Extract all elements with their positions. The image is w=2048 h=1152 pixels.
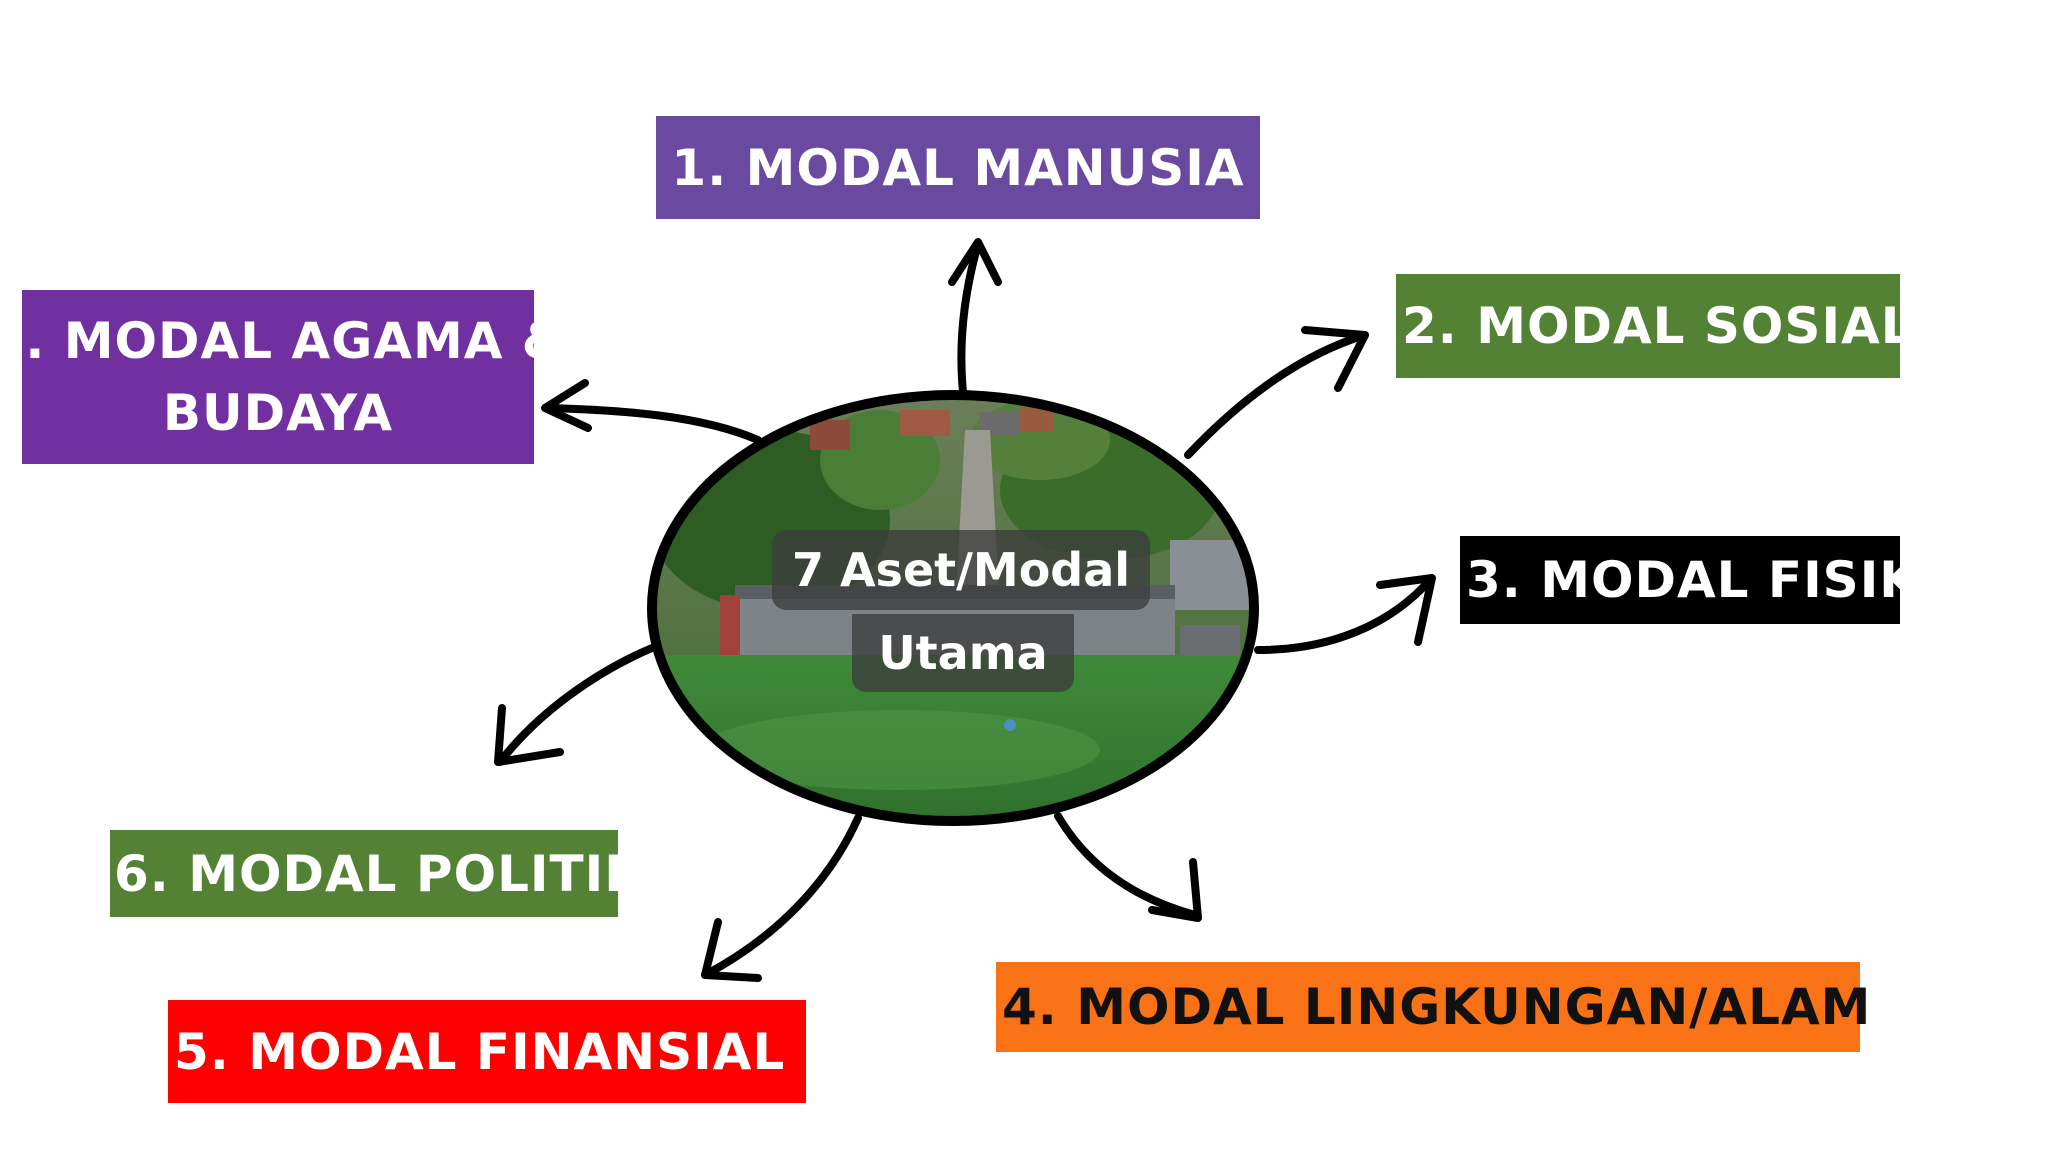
- arrow-head-agama: [541, 379, 592, 432]
- node-modal-sosial: 2. MODAL SOSIAL: [1396, 274, 1913, 378]
- center-hub-title-line2: Utama: [852, 614, 1074, 692]
- node-modal-manusia: 1. MODAL MANUSIA: [656, 116, 1260, 219]
- node-modal-politik-label: 6. MODAL POLITIK: [114, 844, 644, 903]
- arrow-head-sosial: [1301, 326, 1369, 392]
- node-modal-politik: 6. MODAL POLITIK: [110, 830, 643, 917]
- node-modal-manusia-label: 1. MODAL MANUSIA: [671, 138, 1245, 197]
- arrow-to-modal-lingkungan: [1054, 812, 1199, 919]
- node-modal-finansial: 5. MODAL FINANSIAL: [168, 1000, 806, 1103]
- center-hub-title-line1: 7 Aset/Modal: [772, 530, 1150, 610]
- arrow-to-modal-sosial: [1184, 331, 1369, 459]
- arrow-head-finansial: [701, 918, 762, 982]
- arrow-to-modal-fisik: [1254, 576, 1434, 654]
- node-modal-agama-label-line2: BUDAYA: [162, 384, 394, 442]
- arrow-head-manusia: [948, 238, 1002, 286]
- node-modal-fisik: 3. MODAL FISIK: [1460, 536, 1918, 624]
- node-modal-fisik-label: 3. MODAL FISIK: [1466, 551, 1920, 609]
- node-modal-lingkungan-label: 4. MODAL LINGKUNGAN/ALAM: [1002, 978, 1872, 1036]
- node-modal-agama-label-line1: 7. MODAL AGAMA &: [0, 312, 567, 370]
- node-modal-agama-budaya: 7. MODAL AGAMA & BUDAYA: [0, 290, 565, 464]
- arrow-head-politik: [494, 704, 564, 766]
- arrow-to-modal-manusia: [957, 240, 982, 396]
- node-modal-lingkungan: 4. MODAL LINGKUNGAN/ALAM: [996, 962, 1870, 1052]
- arrow-to-modal-politik: [496, 644, 656, 766]
- node-modal-sosial-label: 2. MODAL SOSIAL: [1402, 297, 1914, 355]
- arrow-head-fisik: [1376, 574, 1436, 646]
- arrow-head-lingkungan: [1148, 858, 1202, 922]
- node-modal-finansial-label: 5. MODAL FINANSIAL: [174, 1022, 786, 1081]
- center-hub-border: [647, 390, 1259, 826]
- arrow-to-modal-finansial: [701, 814, 862, 979]
- arrow-to-modal-agama: [544, 404, 762, 444]
